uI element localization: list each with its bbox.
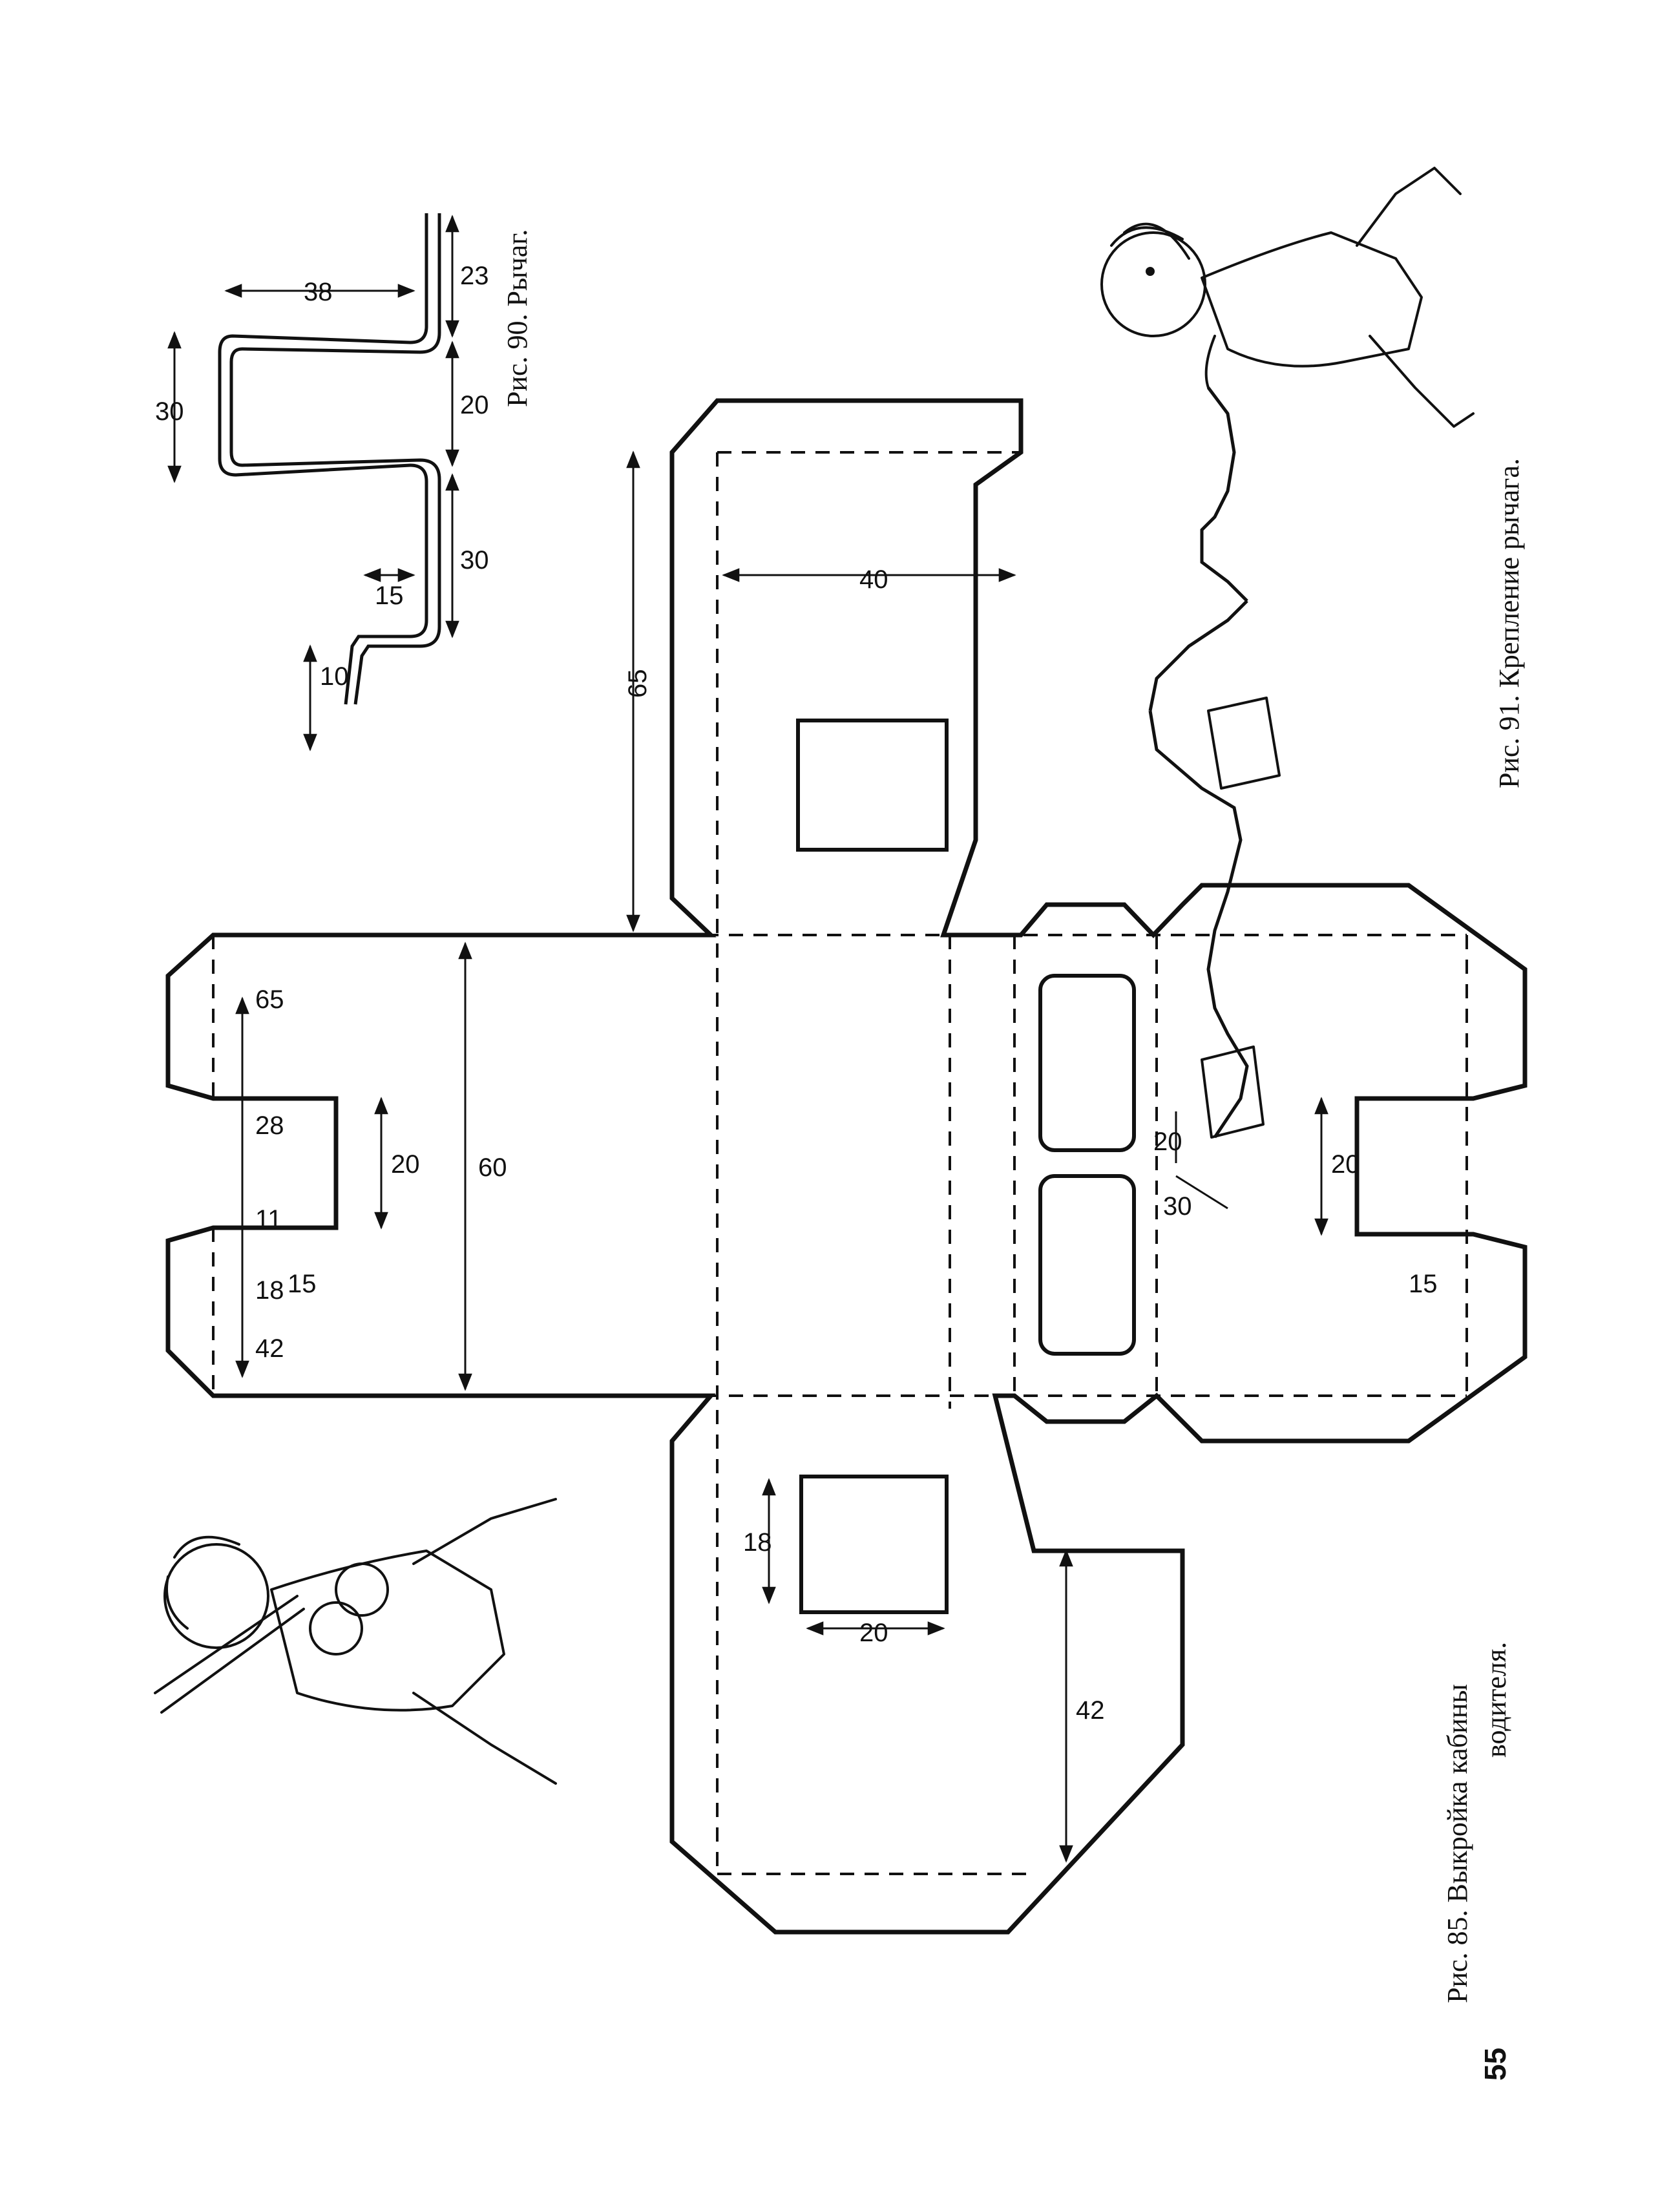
dim-label: 40 [859, 565, 888, 594]
fig91-caption: Рис. 91. Крепление рычага. [1493, 458, 1525, 788]
dim-label: 28 [255, 1111, 284, 1140]
cab-side-window [799, 1475, 949, 1614]
dim-label: 30 [460, 546, 489, 574]
dim-label: 20 [859, 1619, 888, 1647]
dim-label: 15 [288, 1270, 317, 1298]
boy-scissors-illustration [154, 1498, 557, 1785]
page-number: 55 [1478, 2048, 1512, 2081]
fig85-caption-line1: Рис. 85. Выкройка кабины [1442, 1684, 1473, 2003]
dim-label: 23 [460, 262, 489, 290]
dim-label: 18 [255, 1276, 284, 1305]
dim-label: 20 [1153, 1128, 1182, 1156]
dim-label: 38 [304, 278, 333, 306]
scissors-blade [154, 1595, 305, 1714]
dim-label: 65 [624, 669, 652, 699]
lever-diagram: 38 23 30 20 30 15 10 [155, 213, 489, 752]
dim-label: 42 [1076, 1696, 1105, 1725]
dim-label: 11 [255, 1205, 282, 1234]
dim-label: 20 [391, 1150, 420, 1179]
dim-label: 60 [478, 1153, 507, 1182]
dim-label: 15 [375, 582, 404, 610]
dim-label: 10 [320, 662, 349, 691]
dim-label: 30 [1163, 1192, 1192, 1221]
hinge-plate [1201, 1046, 1265, 1139]
windshield-window [1038, 1174, 1136, 1356]
dim-label: 20 [1331, 1150, 1360, 1179]
fig85-caption-line2: водителя. [1480, 1642, 1512, 1758]
lever-wire-inner [229, 213, 441, 705]
lever-wire [218, 213, 428, 705]
cab-pattern: 65 65 28 11 18 42 60 20 20 15 15 40 42 1… [165, 398, 1528, 1935]
dim-label: 42 [255, 1334, 284, 1363]
lever-mount-diagram: 20 30 [1148, 386, 1281, 1221]
dim-label: 30 [155, 397, 184, 426]
fig90-caption: Рис. 90. Рычаг. [501, 229, 533, 407]
dim-label: 20 [460, 391, 489, 419]
dim-label: 65 [255, 985, 284, 1014]
hinge-plate [1207, 697, 1281, 790]
boy-seated-illustration [1100, 167, 1475, 428]
dim-label: 18 [743, 1528, 772, 1557]
windshield-window [1038, 974, 1136, 1152]
cab-pattern-outline [165, 398, 1528, 1935]
dim-label: 15 [1409, 1270, 1438, 1298]
cab-side-window [796, 719, 949, 852]
